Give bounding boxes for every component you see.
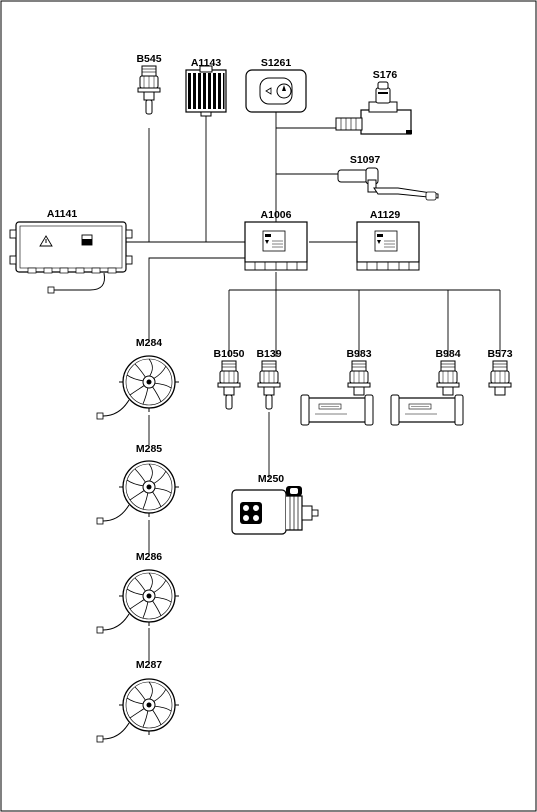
flow-sensor-icon bbox=[347, 360, 371, 396]
pump-motor-icon bbox=[231, 486, 319, 535]
wiring-lines bbox=[120, 112, 501, 663]
pressure-sensor-icon bbox=[138, 66, 160, 114]
pedal-switch-icon bbox=[337, 167, 439, 201]
pressure-sensor-icon bbox=[218, 361, 240, 409]
component-labels: B545 A1143 S1261 S176 S1097 A1141 A1006 … bbox=[47, 53, 513, 671]
cooling-fan-icon bbox=[96, 678, 180, 743]
cooling-fan-icon bbox=[96, 355, 180, 420]
control-module-icon bbox=[244, 221, 308, 271]
label-A1129: A1129 bbox=[370, 209, 401, 221]
heatsink-module-icon bbox=[185, 65, 227, 117]
label-M250: M250 bbox=[258, 473, 284, 485]
warning-triangle-icon bbox=[39, 235, 53, 247]
label-B139: B139 bbox=[256, 348, 281, 360]
label-M284: M284 bbox=[136, 337, 162, 349]
flow-sensor-body-icon bbox=[300, 394, 374, 426]
label-B984: B984 bbox=[435, 348, 460, 360]
label-S1261: S1261 bbox=[261, 57, 292, 69]
label-B573: B573 bbox=[487, 348, 512, 360]
label-A1141: A1141 bbox=[47, 208, 78, 220]
pressure-sensor-icon bbox=[488, 360, 512, 396]
label-S1097: S1097 bbox=[350, 154, 381, 166]
flow-sensor-icon bbox=[436, 360, 460, 396]
rotary-switch-icon bbox=[245, 69, 307, 113]
label-S176: S176 bbox=[373, 69, 398, 81]
flow-sensor-body-icon bbox=[390, 394, 464, 426]
label-A1143: A1143 bbox=[191, 57, 222, 69]
control-module-icon bbox=[356, 221, 420, 271]
cooling-fan-icon bbox=[96, 460, 180, 525]
inverter-module-icon bbox=[9, 221, 133, 294]
label-B545: B545 bbox=[136, 53, 161, 65]
label-B983: B983 bbox=[346, 348, 371, 360]
label-M285: M285 bbox=[136, 443, 162, 455]
pressure-sensor-icon bbox=[258, 361, 280, 409]
cooling-fan-icon bbox=[96, 569, 180, 634]
switch-icon bbox=[335, 81, 412, 135]
label-B1050: B1050 bbox=[214, 348, 245, 360]
label-M287: M287 bbox=[136, 659, 162, 671]
label-M286: M286 bbox=[136, 551, 162, 563]
label-A1006: A1006 bbox=[261, 209, 292, 221]
